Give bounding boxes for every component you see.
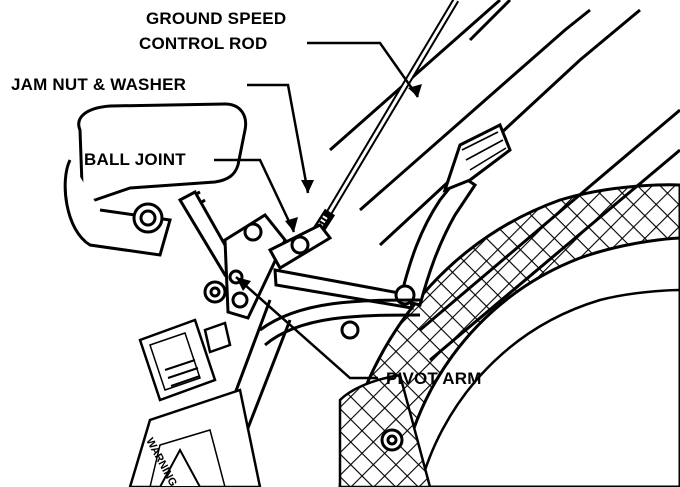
handle-frame	[329, 0, 680, 362]
leader-ball-joint	[214, 158, 296, 233]
ground-speed-label-line2: CONTROL ROD	[139, 34, 268, 53]
leader-jam-nut	[247, 83, 310, 194]
jam-nut-label: JAM NUT & WASHER	[11, 75, 187, 94]
label-decals	[128, 318, 262, 487]
callout-leaders	[214, 41, 420, 380]
ball-joint-label: BALL JOINT	[84, 150, 186, 169]
leader-pivot-arm	[235, 276, 378, 380]
pivot-arm-assembly	[177, 189, 416, 320]
ground-speed-control-rod	[306, 0, 460, 244]
ground-speed-label-line1: GROUND SPEED	[146, 9, 287, 28]
leader-arrowheads	[236, 84, 422, 291]
pivot-arm-label: PIVOT ARM	[386, 369, 482, 388]
rear-tire	[338, 183, 680, 487]
leader-ground-speed	[307, 41, 420, 98]
control-lever	[398, 122, 512, 307]
engine-bracket	[63, 102, 248, 257]
